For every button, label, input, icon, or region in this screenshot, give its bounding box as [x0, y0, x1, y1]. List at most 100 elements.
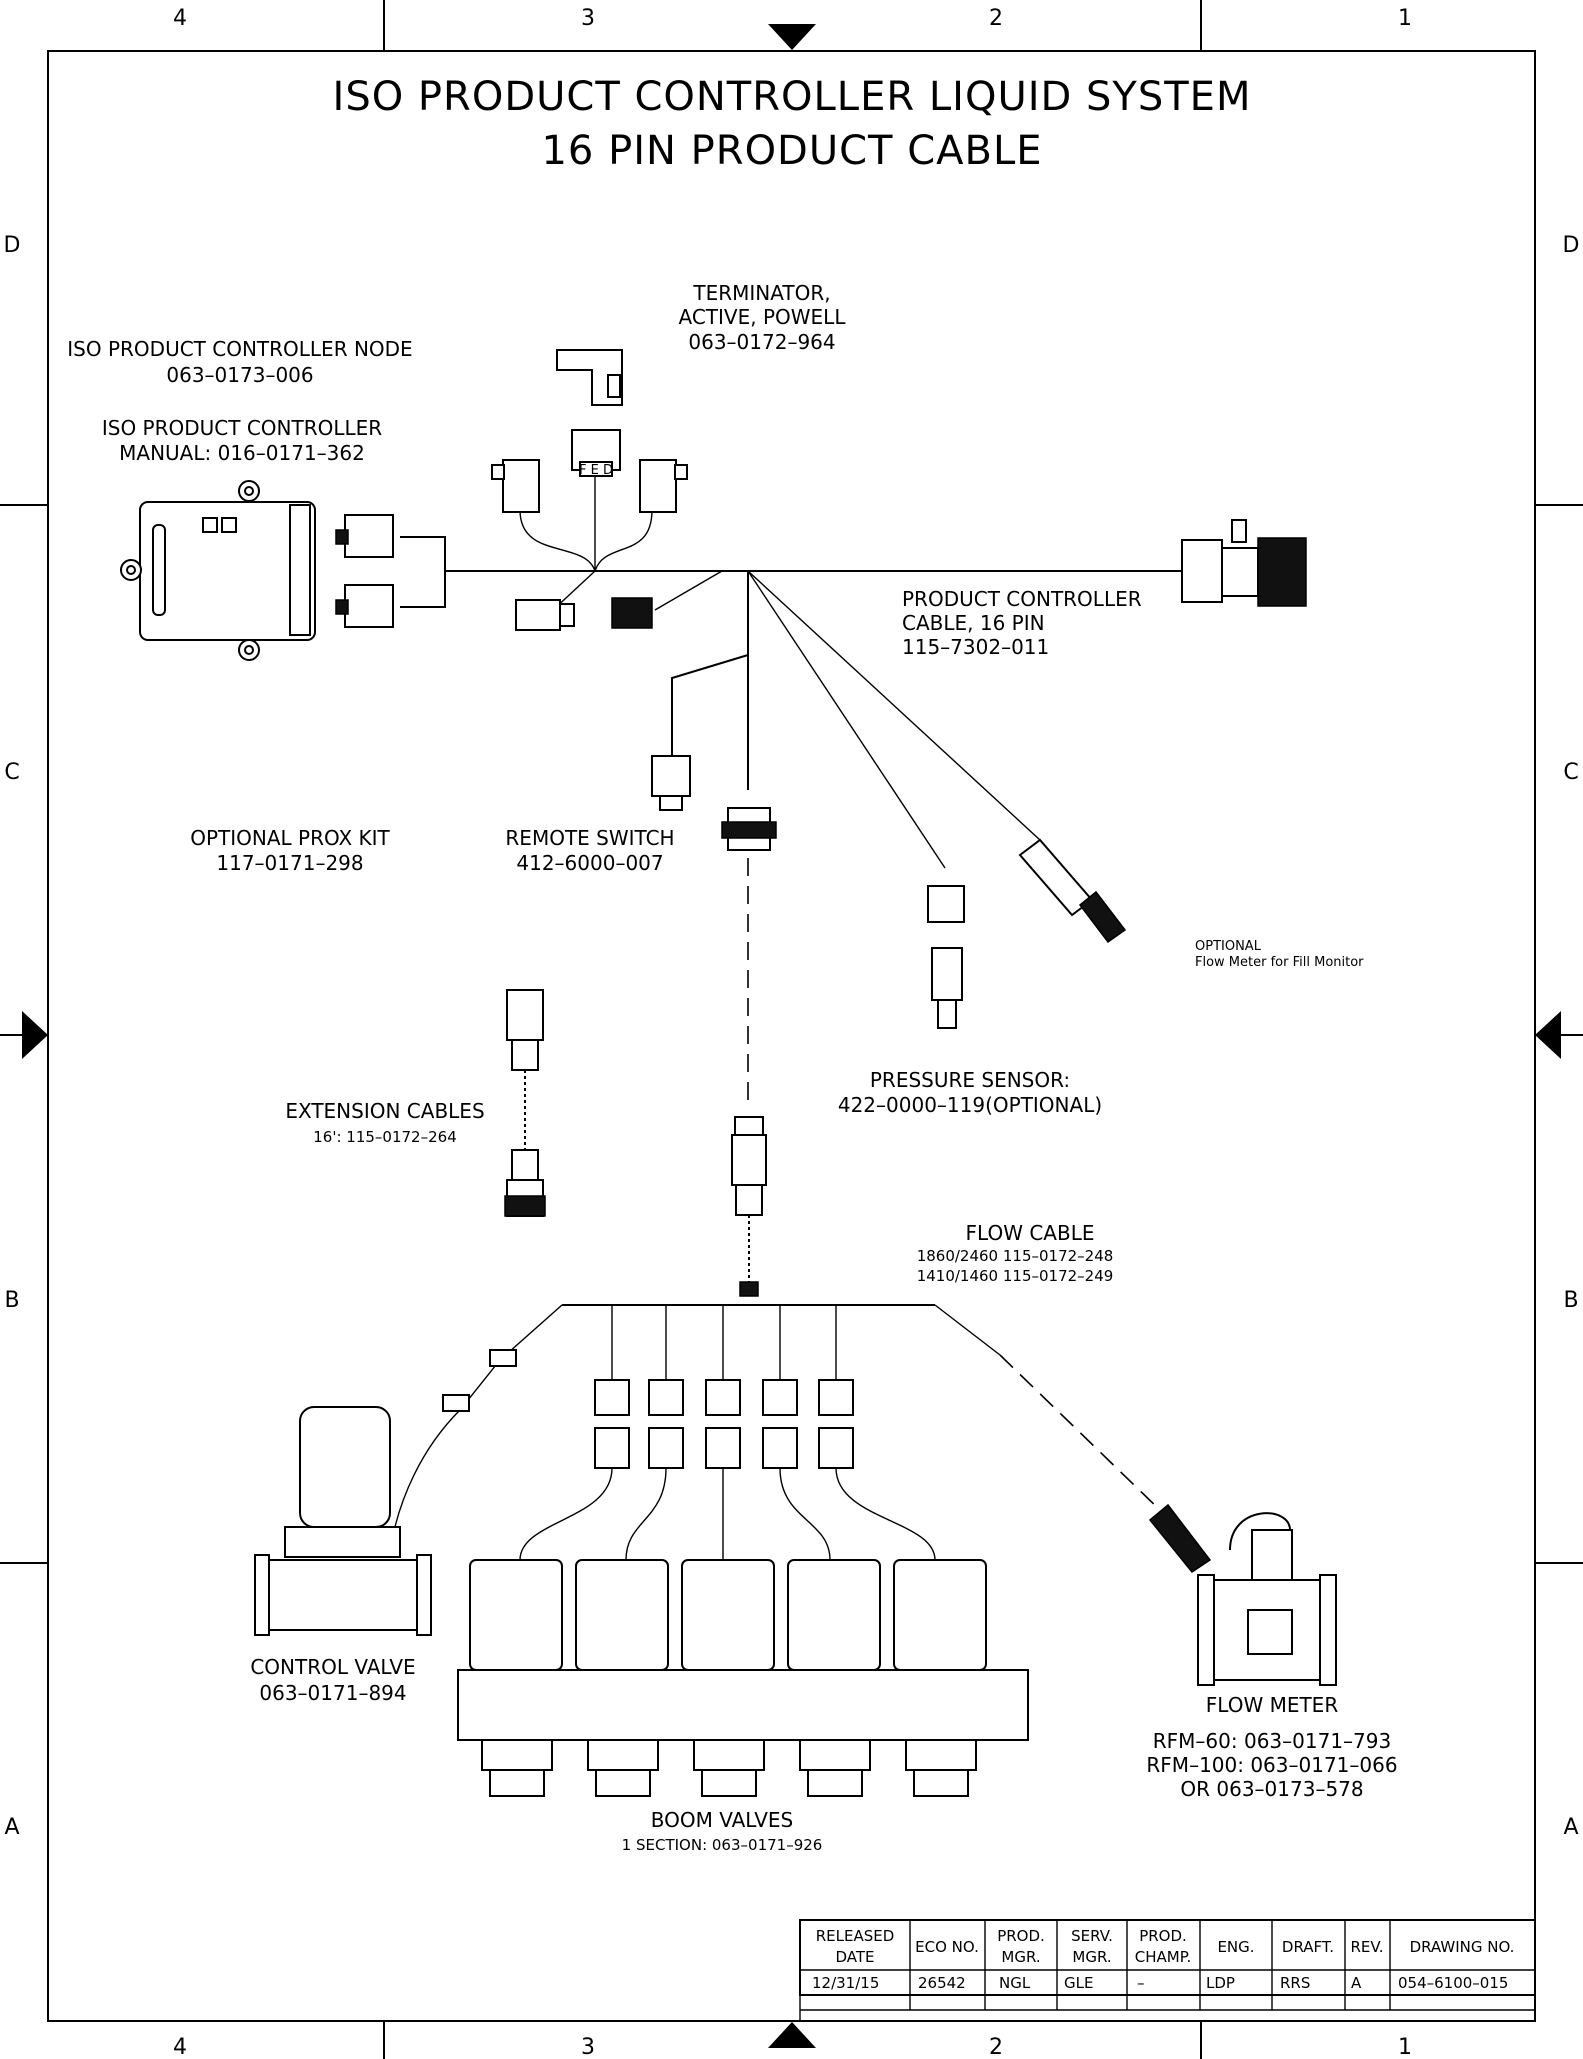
- title-block: RELEASED DATE ECO NO. PROD. MGR. SERV. M…: [799, 1919, 1536, 2021]
- bottom-center-arrow: [768, 2022, 816, 2048]
- title-line-1: ISO PRODUCT CONTROLLER LIQUID SYSTEM: [333, 74, 1252, 120]
- remote-switch-name: REMOTE SWITCH: [505, 826, 674, 850]
- tb-header-eco: ECO NO.: [915, 1938, 979, 1956]
- tb-header-drawing-no: DRAWING NO.: [1410, 1938, 1515, 1956]
- grid-row-A-left: A: [4, 1815, 19, 1840]
- drop-5: [818, 1305, 936, 1561]
- boom-valve-4: [787, 1559, 881, 1797]
- tb-header-mgr: MGR.: [1001, 1948, 1040, 1966]
- tb-header-serv: SERV.: [1071, 1927, 1113, 1945]
- node-name: ISO PRODUCT CONTROLLER NODE: [67, 337, 412, 361]
- cable-label-2: CABLE, 16 PIN: [902, 611, 1045, 635]
- prox-kit-connectors: [515, 597, 653, 631]
- control-valve-part-number: 063–0171–894: [259, 1681, 406, 1705]
- pressure-sensor: [927, 885, 965, 1029]
- tb-header-serv-mgr: MGR.: [1072, 1948, 1111, 1966]
- drop-4: [762, 1305, 831, 1561]
- flow-meter-name: FLOW METER: [1206, 1693, 1339, 1717]
- extension-cable: [504, 989, 546, 1217]
- optional-label-2: Flow Meter for Fill Monitor: [1195, 955, 1364, 970]
- extension-cables-name: EXTENSION CABLES: [285, 1099, 484, 1123]
- optional-label-1: OPTIONAL: [1195, 939, 1262, 954]
- prox-kit-name: OPTIONAL PROX KIT: [190, 826, 390, 850]
- remote-switch-part-number: 412–6000–007: [516, 851, 663, 875]
- tb-header-eng: ENG.: [1217, 1938, 1254, 1956]
- cable-part-number: 115–7302–011: [902, 635, 1049, 659]
- grid-row-B-left: B: [4, 1288, 19, 1313]
- grid-col-3-top: 3: [581, 6, 595, 31]
- sixteen-pin-connector: [721, 807, 777, 851]
- grid-col-1-top: 1: [1398, 6, 1412, 31]
- tb-header-date: DATE: [835, 1948, 874, 1966]
- boom-valve-1: [469, 1559, 563, 1797]
- control-valve: [254, 1349, 517, 1636]
- title-line-2: 16 PIN PRODUCT CABLE: [541, 128, 1042, 174]
- tb-header-prod-champ-2: CHAMP.: [1135, 1948, 1191, 1966]
- tb-header-released: RELEASED: [816, 1927, 895, 1945]
- flow-cable: [391, 1116, 1166, 1541]
- tb-value-date: 12/31/15: [812, 1974, 879, 1992]
- flow-cable-part-number-2: 1410/1460 115–0172–249: [917, 1267, 1114, 1285]
- boom-valve-drops: [519, 1305, 936, 1561]
- grid-col-2-top: 2: [989, 6, 1003, 31]
- tb-value-serv-mgr: GLE: [1064, 1974, 1093, 1992]
- tb-header-rev: REV.: [1351, 1938, 1384, 1956]
- node-part-number: 063–0173–006: [166, 363, 313, 387]
- tb-value-rev: A: [1351, 1974, 1362, 1992]
- controller-node-module: [120, 480, 394, 661]
- flow-meter-part-number-2: RFM–100: 063–0171–066: [1146, 1753, 1397, 1777]
- tb-value-eco: 26542: [918, 1974, 966, 1992]
- boom-valve-2: [575, 1559, 669, 1797]
- flow-cable-part-number-1: 1860/2460 115–0172–248: [917, 1247, 1114, 1265]
- boom-valve-5: [893, 1559, 987, 1797]
- cable-label-1: PRODUCT CONTROLLER: [902, 587, 1142, 611]
- grid-row-D-left: D: [4, 233, 21, 258]
- flow-meter: [1148, 1503, 1337, 1686]
- grid-row-D-right: D: [1563, 233, 1580, 258]
- tb-value-drawing-no: 054–6100–015: [1398, 1974, 1508, 1992]
- extension-cables-part-number: 16': 115–0172–264: [313, 1128, 456, 1146]
- terminator-label-1: TERMINATOR,: [692, 281, 830, 305]
- tb-value-prod-mgr: NGL: [999, 1974, 1031, 1992]
- right-center-arrow: [1535, 1011, 1561, 1059]
- grid-col-2-bottom: 2: [989, 2035, 1003, 2059]
- drop-2: [625, 1305, 684, 1561]
- left-center-arrow: [22, 1011, 48, 1059]
- component-labels: ISO PRODUCT CONTROLLER NODE 063–0173–006…: [67, 281, 1397, 1854]
- flow-meter-part-number-1: RFM–60: 063–0171–793: [1153, 1729, 1391, 1753]
- pressure-sensor-name: PRESSURE SENSOR:: [870, 1068, 1070, 1092]
- terminator-part-number: 063–0172–964: [688, 330, 835, 354]
- remote-switch-connector: [651, 755, 691, 811]
- control-valve-name: CONTROL VALVE: [250, 1655, 415, 1679]
- flow-meter-part-number-3: OR 063–0173–578: [1180, 1777, 1363, 1801]
- boom-valves-part-number: 1 SECTION: 063–0171–926: [622, 1836, 823, 1854]
- grid-row-C-left: C: [4, 760, 19, 785]
- tb-header-draft: DRAFT.: [1282, 1938, 1334, 1956]
- tb-value-eng: LDP: [1206, 1974, 1235, 1992]
- tb-header-prod: PROD.: [997, 1927, 1045, 1945]
- cable-16pin-connector: [1181, 519, 1307, 607]
- grid-labels: 4 3 2 1 4 3 2 1 D C B A D C B A: [4, 6, 1580, 2059]
- pressure-sensor-part-number: 422–0000–119(OPTIONAL): [838, 1093, 1102, 1117]
- grid-row-B-right: B: [1563, 1288, 1578, 1313]
- prox-kit-part-number: 117–0171–298: [216, 851, 363, 875]
- flow-cable-name: FLOW CABLE: [966, 1221, 1095, 1245]
- top-center-arrow: [768, 24, 816, 50]
- tb-header-prod-champ-1: PROD.: [1139, 1927, 1187, 1945]
- grid-col-4-bottom: 4: [173, 2035, 187, 2059]
- manual-part-number: MANUAL: 016–0171–362: [119, 441, 365, 465]
- drop-1: [519, 1305, 630, 1561]
- tb-value-draft: RRS: [1280, 1974, 1310, 1992]
- grid-col-4-top: 4: [173, 6, 187, 31]
- grid-col-3-bottom: 3: [581, 2035, 595, 2059]
- boom-valves: [457, 1559, 1029, 1797]
- manual-name: ISO PRODUCT CONTROLLER: [102, 416, 382, 440]
- terminator-label-2: ACTIVE, POWELL: [679, 305, 847, 329]
- optional-flow-meter-connector: [1018, 838, 1127, 944]
- grid-row-C-right: C: [1563, 760, 1578, 785]
- drop-3: [705, 1305, 741, 1560]
- grid-row-A-right: A: [1563, 1815, 1578, 1840]
- grid-col-1-bottom: 1: [1398, 2035, 1412, 2059]
